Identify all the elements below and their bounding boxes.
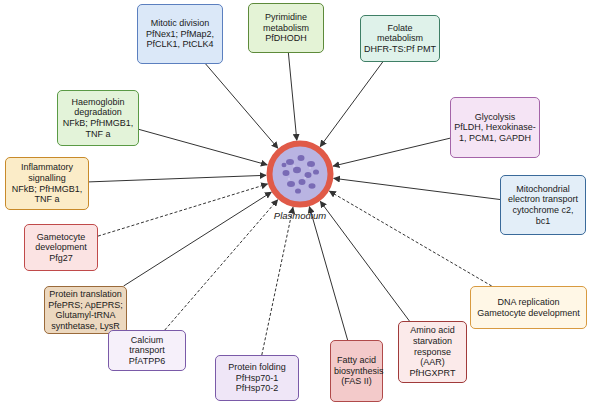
pathway-title: Folate metabolism	[364, 23, 436, 44]
pathway-box: Protein foldingPfHsp70-1 PfHsp70-2	[215, 355, 299, 401]
pathway-title: Amino acid starvation response (AAR)	[402, 325, 463, 367]
target-list: (FAS II)	[334, 376, 379, 387]
target-list: DHFR-TS:Pf PMT	[364, 44, 436, 55]
influence-arrow	[124, 192, 272, 286]
pathway-title: Haemoglobin degradation	[61, 97, 135, 118]
pathway-box: Calcium transportPfATPP6	[108, 330, 186, 371]
influence-arrow	[309, 207, 347, 340]
influence-arrow	[320, 201, 409, 321]
target-list: PfATPP6	[112, 356, 182, 367]
pathway-box: Pyrimidine metabolismPfDHODH	[248, 3, 324, 53]
target-list: PfNex1; PfMap2, PfCLK1, PtCLK4	[141, 29, 219, 50]
target-list: PfDHODH	[252, 33, 320, 44]
pathway-title: Pyrimidine metabolism	[252, 12, 320, 33]
pathway-box: Gametocyte developmentPfg27	[24, 224, 98, 271]
cell-ring	[270, 144, 331, 205]
pathway-title: Inflammatory signalling	[9, 162, 85, 183]
pathway-title: Fatty acid biosynthesis	[334, 355, 379, 376]
pathway-box: Haemoglobin degradationNFkB; PfHMGB1, TN…	[57, 90, 139, 146]
influence-arrow	[98, 184, 268, 236]
influence-arrow	[165, 200, 278, 330]
influence-arrow	[334, 178, 500, 199]
pathway-title: Protein folding	[219, 362, 295, 373]
target-list: PfLDH, Hexokinase-1, PCM1, GAPDH	[454, 122, 536, 143]
pathway-box: Inflammatory signallingNFkB; PfHMGB1, TN…	[5, 157, 89, 210]
cell-outline	[266, 140, 334, 208]
pathway-box: GlycolysisPfLDH, Hexokinase-1, PCM1, GAP…	[450, 97, 540, 158]
target-list: Gametocyte development	[474, 308, 583, 319]
influence-arrow	[206, 64, 278, 148]
target-list: cytochrome c2, bc1	[504, 205, 582, 226]
organism-label: Plasmodium	[246, 210, 354, 221]
target-list: PfHGXPRT	[402, 368, 463, 379]
pathway-title: Mitochondrial electron transport	[504, 184, 582, 205]
pathway-box: Mitotic divisionPfNex1; PfMap2, PfCLK1, …	[137, 4, 223, 64]
target-list: PfHsp70-1 PfHsp70-2	[219, 373, 295, 394]
pathway-title: DNA replication	[474, 297, 583, 308]
pathway-title: Gametocyte development	[28, 232, 94, 253]
pathway-title: Glycolysis	[454, 112, 536, 123]
influence-arrow	[89, 175, 266, 182]
pathway-title: Mitotic division	[141, 18, 219, 29]
influence-arrow	[329, 191, 491, 286]
pathway-box: Fatty acid biosynthesis(FAS II)	[330, 340, 383, 402]
target-list: NFkB; PfHMGB1, TNF a	[9, 184, 85, 205]
influence-arrow	[333, 138, 450, 166]
influence-arrow	[320, 62, 383, 147]
organism-node: Plasmodium	[266, 140, 334, 208]
pathway-box: Amino acid starvation response (AAR)PfHG…	[398, 321, 467, 383]
target-list: Pfg27	[28, 253, 94, 264]
influence-arrow	[288, 53, 296, 140]
pathway-box: Mitochondrial electron transportcytochro…	[500, 175, 586, 235]
pathway-box: Protein translationPfePRS; ApEPRS; Gluta…	[44, 286, 127, 334]
target-list: PfePRS; ApEPRS; Glutamyl-tRNA synthetase…	[48, 300, 123, 332]
pathway-title: Calcium transport	[112, 335, 182, 356]
pathway-title: Protein translation	[48, 289, 123, 300]
influence-arrow	[262, 207, 293, 355]
influence-arrow	[139, 129, 267, 165]
pathway-box: Folate metabolismDHFR-TS:Pf PMT	[360, 15, 440, 62]
target-list: NFkB; PfHMGB1, TNF a	[61, 118, 135, 139]
pathway-box: DNA replicationGametocyte development	[470, 286, 587, 329]
